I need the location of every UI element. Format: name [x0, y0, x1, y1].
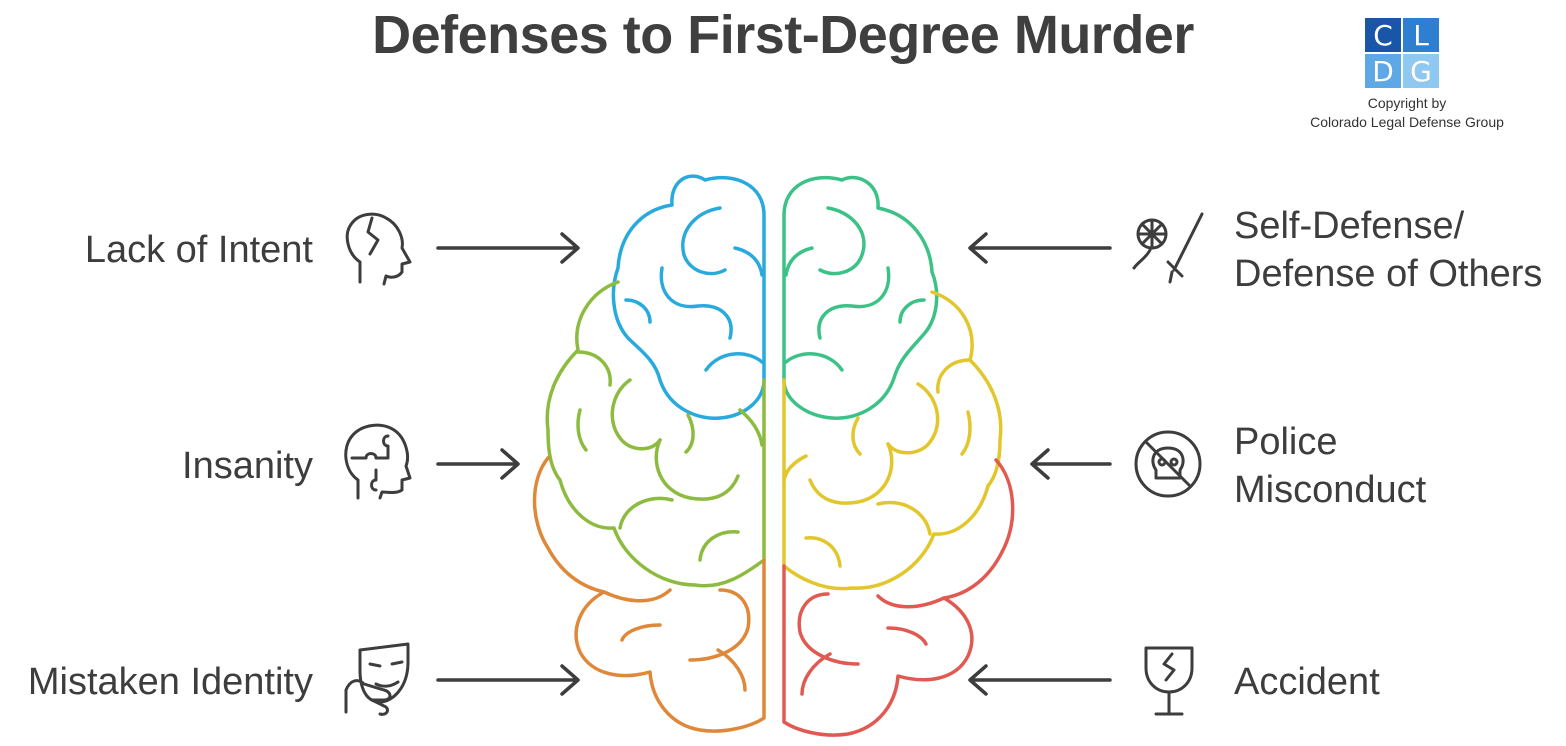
label-police-misconduct-line1: Police — [1234, 421, 1338, 463]
brain-fold-orange-1 — [602, 588, 672, 603]
logo-letter-c: C — [1365, 18, 1401, 52]
brain-lobe-olive — [545, 280, 766, 588]
brain-fold-olive-6 — [738, 408, 764, 447]
arrows — [436, 232, 1112, 696]
brain-fold-olive-3 — [576, 408, 588, 452]
label-self-defense-line2: Defense of Others — [1234, 253, 1543, 295]
brain-fold-yellow-8 — [804, 536, 842, 568]
brain-outline-orange — [532, 456, 766, 733]
brain-fold-green-5 — [784, 352, 844, 372]
brain-fold-yellow-3 — [960, 410, 972, 456]
mask-icon — [344, 642, 410, 716]
brain-fold-olive-1 — [576, 350, 612, 387]
brain-fold-green-1 — [818, 206, 866, 276]
arrow-lack-of-intent — [436, 232, 580, 264]
arrow-accident — [968, 664, 1112, 696]
brain-fold-orange-2 — [688, 588, 751, 662]
brain-fold-yellow-2 — [886, 382, 940, 455]
brain-fold-olive-8 — [698, 530, 740, 562]
label-self-defense-line1: Self-Defense/ — [1234, 205, 1465, 247]
brain-fold-orange-3 — [620, 623, 662, 642]
arrow-mistaken-identity — [436, 664, 580, 696]
brain-outline-red — [782, 458, 1015, 737]
logo: C L D G Copyright by Colorado Legal Defe… — [1292, 18, 1522, 132]
brain-fold-yellow-7 — [876, 500, 932, 536]
brain-fold-blue-3 — [659, 266, 733, 340]
brain-fold-blue-2 — [733, 246, 764, 277]
copyright-line2: Colorado Legal Defense Group — [1310, 114, 1504, 130]
brain-fold-orange-4 — [716, 648, 747, 692]
brain-fold-yellow-5 — [851, 416, 862, 456]
logo-grid: C L D G — [1365, 18, 1439, 88]
label-mistaken-identity: Mistaken Identity — [27, 661, 313, 703]
head-profile-icon — [345, 212, 412, 286]
brain-fold-olive-7 — [618, 496, 674, 530]
brain-outline-olive — [545, 280, 766, 588]
brain-fold-olive-2 — [610, 378, 662, 451]
copyright-line1: Copyright by — [1367, 95, 1447, 111]
brain-fold-olive-5 — [684, 413, 695, 454]
puzzle-head-icon — [344, 423, 412, 500]
brain-fold-green-2 — [784, 246, 814, 277]
label-self-defense: Self-Defense/ Defense of Others — [1234, 202, 1542, 298]
brain-fold-blue-5 — [704, 352, 764, 372]
logo-letter-d: D — [1365, 54, 1401, 88]
page-title: Defenses to First-Degree Murder — [372, 5, 1194, 65]
brain-lobe-orange — [532, 456, 766, 733]
fencing-icon — [1132, 212, 1204, 284]
brain-fold-red-1 — [876, 594, 946, 609]
prohibited-skull-icon — [1134, 430, 1202, 498]
brain-fold-red-2 — [797, 592, 860, 666]
brain-fold-yellow-4 — [808, 442, 894, 505]
brain-fold-blue-4 — [624, 298, 652, 324]
label-lack-of-intent: Lack of Intent — [84, 229, 313, 271]
logo-letter-l: L — [1403, 18, 1439, 52]
label-police-misconduct: Police Misconduct — [1234, 418, 1426, 514]
brain-fold-yellow-6 — [782, 454, 808, 482]
arrow-self-defense — [968, 232, 1112, 264]
label-police-misconduct-line2: Misconduct — [1234, 469, 1427, 511]
brain-fold-green-3 — [817, 266, 891, 340]
brain-outline-blue — [611, 174, 766, 420]
logo-copyright: Copyright by Colorado Legal Defense Grou… — [1292, 94, 1522, 132]
arrow-insanity — [436, 448, 520, 480]
brain-lobe-red — [782, 458, 1015, 737]
brain-lobe-green — [782, 175, 939, 420]
brain-fold-blue-1 — [681, 206, 727, 276]
brain-fold-yellow-1 — [936, 358, 972, 394]
brain-fold-green-4 — [898, 298, 926, 324]
brain-fold-red-4 — [800, 652, 832, 696]
broken-glass-icon — [1144, 646, 1194, 716]
label-accident: Accident — [1234, 661, 1380, 703]
brain-outline-green — [782, 175, 939, 420]
logo-letter-g: G — [1403, 54, 1439, 88]
brain-lobe-blue — [611, 174, 766, 420]
brain-lobe-yellow — [782, 290, 1003, 591]
brain-fold-red-3 — [886, 626, 928, 646]
brain-fold-olive-4 — [654, 438, 740, 501]
label-insanity: Insanity — [182, 445, 313, 487]
arrow-police-misconduct — [1030, 448, 1112, 480]
